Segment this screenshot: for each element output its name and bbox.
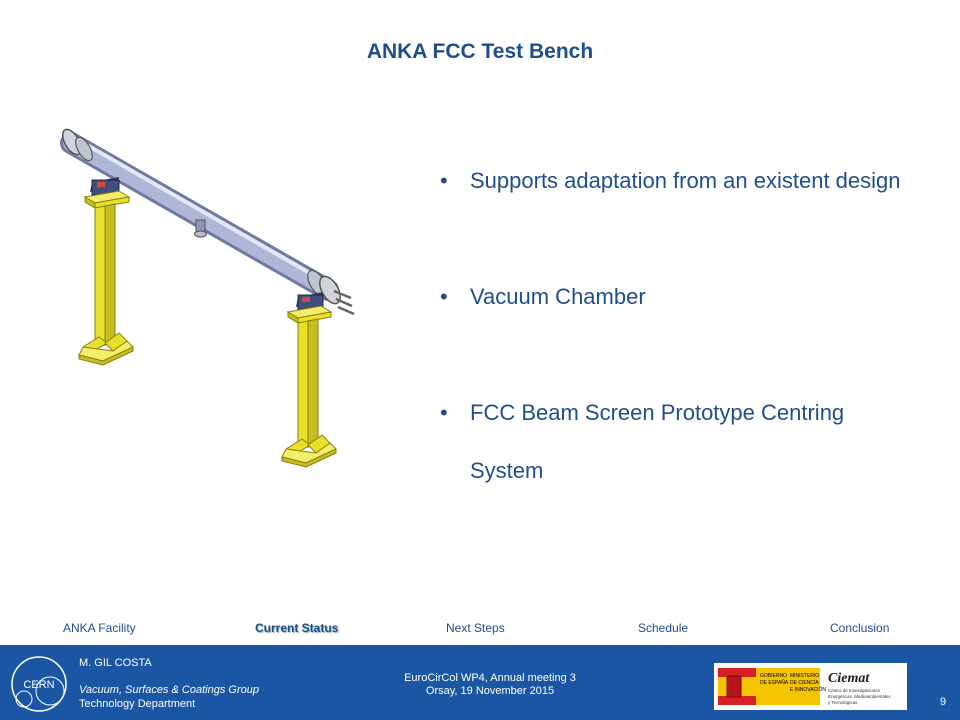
footer-meeting-info: EuroCirCol WP4, Annual meeting 3 Orsay, … xyxy=(370,672,610,698)
ciemat-logo: Ciemat Centro de Investigaciones Energét… xyxy=(828,671,892,705)
bullet-item: Vacuum Chamber xyxy=(440,268,910,326)
pipe-flange-left xyxy=(61,128,93,162)
slide-footer: CERN M. GIL COSTA Vacuum, Surfaces & Coa… xyxy=(0,645,960,720)
vacuum-chamber-pipe xyxy=(60,132,339,301)
nav-item-schedule[interactable]: Schedule xyxy=(638,621,689,635)
centring-system-right xyxy=(333,289,355,316)
nav-item-anka-facility[interactable]: ANKA Facility xyxy=(63,621,136,635)
nav-item-current-status[interactable]: Current Status xyxy=(255,621,339,635)
bullet-item: FCC Beam Screen Prototype Centring Syste… xyxy=(440,384,910,500)
cern-logo-icon: CERN xyxy=(11,656,67,712)
pipe-flange-right xyxy=(307,269,341,305)
slide-title: ANKA FCC Test Bench xyxy=(366,40,594,63)
bullet-item: Supports adaptation from an existent des… xyxy=(440,152,910,210)
partner-logos-graphic: GOBIERNO DE ESPAÑA MINISTERIO DE CIENCIA… xyxy=(718,668,892,705)
svg-text:Ciemat: Ciemat xyxy=(828,671,870,686)
footer-meeting-line: EuroCirCol WP4, Annual meeting 3 xyxy=(404,672,576,684)
section-navigation: ANKA Facility Current Status Next Steps … xyxy=(0,621,960,639)
nav-item-next-steps[interactable]: Next Steps xyxy=(446,621,505,635)
svg-text:Energéticas, Medioambientales: Energéticas, Medioambientales xyxy=(828,694,892,699)
bullet-list: Supports adaptation from an existent des… xyxy=(440,152,910,500)
svg-text:E INNOVACIÓN: E INNOVACIÓN xyxy=(790,686,826,693)
footer-meeting-line: Orsay, 19 November 2015 xyxy=(425,685,555,697)
svg-text:GOBIERNO: GOBIERNO xyxy=(760,673,787,679)
nav-item-conclusion[interactable]: Conclusion xyxy=(830,621,890,635)
support-left xyxy=(78,177,134,366)
svg-text:MINISTERIO: MINISTERIO xyxy=(790,673,819,679)
footer-author: M. GIL COSTA xyxy=(79,657,152,669)
test-bench-illustration xyxy=(60,128,355,468)
support-right xyxy=(281,292,337,468)
svg-text:DE ESPAÑA: DE ESPAÑA xyxy=(760,679,789,686)
svg-text:y Tecnológicas: y Tecnológicas xyxy=(828,700,858,705)
page-number: 9 xyxy=(940,696,947,708)
footer-group: Vacuum, Surfaces & Coatings Group xyxy=(79,684,259,696)
partner-logos: GOBIERNO DE ESPAÑA MINISTERIO DE CIENCIA… xyxy=(714,663,907,710)
pipe-side-port xyxy=(194,219,207,238)
spain-ministry-logo: GOBIERNO DE ESPAÑA MINISTERIO DE CIENCIA… xyxy=(718,668,826,705)
cern-logo-text: CERN xyxy=(23,679,54,691)
footer-department: Technology Department xyxy=(79,698,196,710)
svg-text:DE CIENCIA: DE CIENCIA xyxy=(790,680,819,686)
svg-text:Centro de Investigaciones: Centro de Investigaciones xyxy=(828,688,881,693)
